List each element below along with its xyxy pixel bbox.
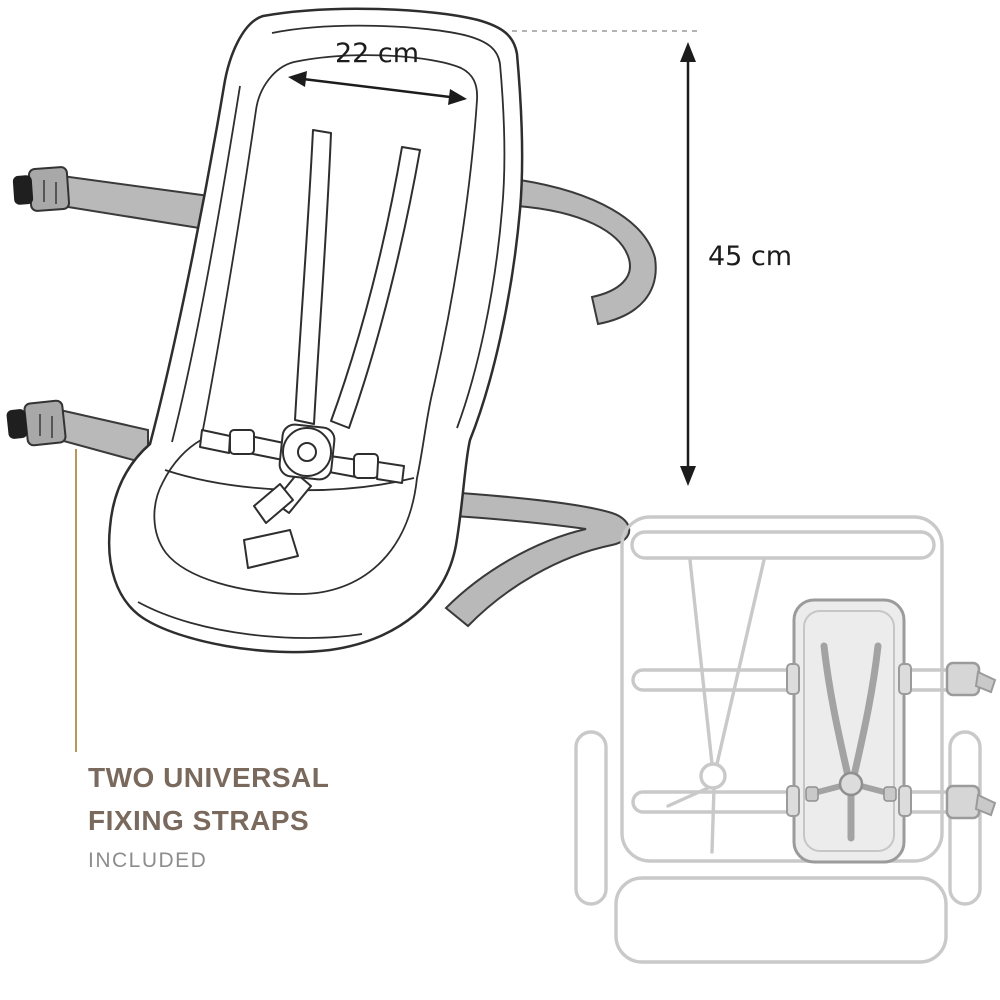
inset-clamp-bottom-tail	[974, 793, 997, 817]
upper-left-strap-buckle	[27, 166, 71, 212]
caption-title-line1: TWO UNIVERSAL	[88, 762, 330, 793]
trailer-bumper	[614, 876, 948, 964]
trailer-top-bar	[630, 530, 936, 560]
seat-inner-lines	[137, 24, 506, 639]
caption-subtitle: INCLUDED	[88, 848, 208, 872]
callout-line	[75, 449, 77, 752]
upper-left-strap	[12, 166, 225, 234]
harness	[199, 129, 421, 569]
right-hip-buckle	[353, 453, 379, 479]
inset-harness-buckle	[838, 771, 864, 797]
inset-clamp-bottom	[945, 784, 981, 820]
lower-left-strap-buckle	[23, 399, 67, 447]
trailer-brace-hub	[699, 762, 727, 790]
lower-left-strap-cap	[6, 409, 28, 439]
inset-clamp-top	[945, 661, 981, 697]
inset-seat-rim	[803, 610, 895, 852]
upper-left-strap-cap	[12, 175, 34, 205]
crotch-strap-end	[243, 529, 299, 569]
trailer-brace-vertical	[710, 786, 716, 854]
buckle-button	[297, 442, 317, 462]
trailer-brace-right	[715, 558, 766, 766]
trailer-inset	[574, 515, 982, 964]
width-dimension-label: 22 cm	[335, 38, 419, 69]
crotch-buckle	[253, 483, 294, 524]
inset-strap-clamps	[945, 661, 997, 820]
inset-seat	[786, 598, 912, 864]
lower-left-strap	[6, 399, 149, 466]
height-dimension-arrow	[680, 42, 696, 486]
upper-right-strap	[515, 178, 657, 326]
right-shoulder-strap	[330, 146, 421, 429]
left-hip-buckle	[229, 429, 255, 455]
left-shoulder-strap	[294, 129, 332, 425]
lower-right-strap	[412, 488, 631, 628]
inset-clamp-top-tail	[974, 670, 997, 694]
trailer-brace-left	[688, 558, 714, 766]
caption-title-line2: FIXING STRAPS	[88, 805, 310, 837]
caption-block: TWO UNIVERSAL FIXING STRAPS INCLUDED	[88, 756, 329, 873]
width-dimension-arrow	[288, 71, 467, 105]
height-dimension-label: 45 cm	[708, 241, 792, 272]
trailer-left-tube	[574, 730, 608, 906]
